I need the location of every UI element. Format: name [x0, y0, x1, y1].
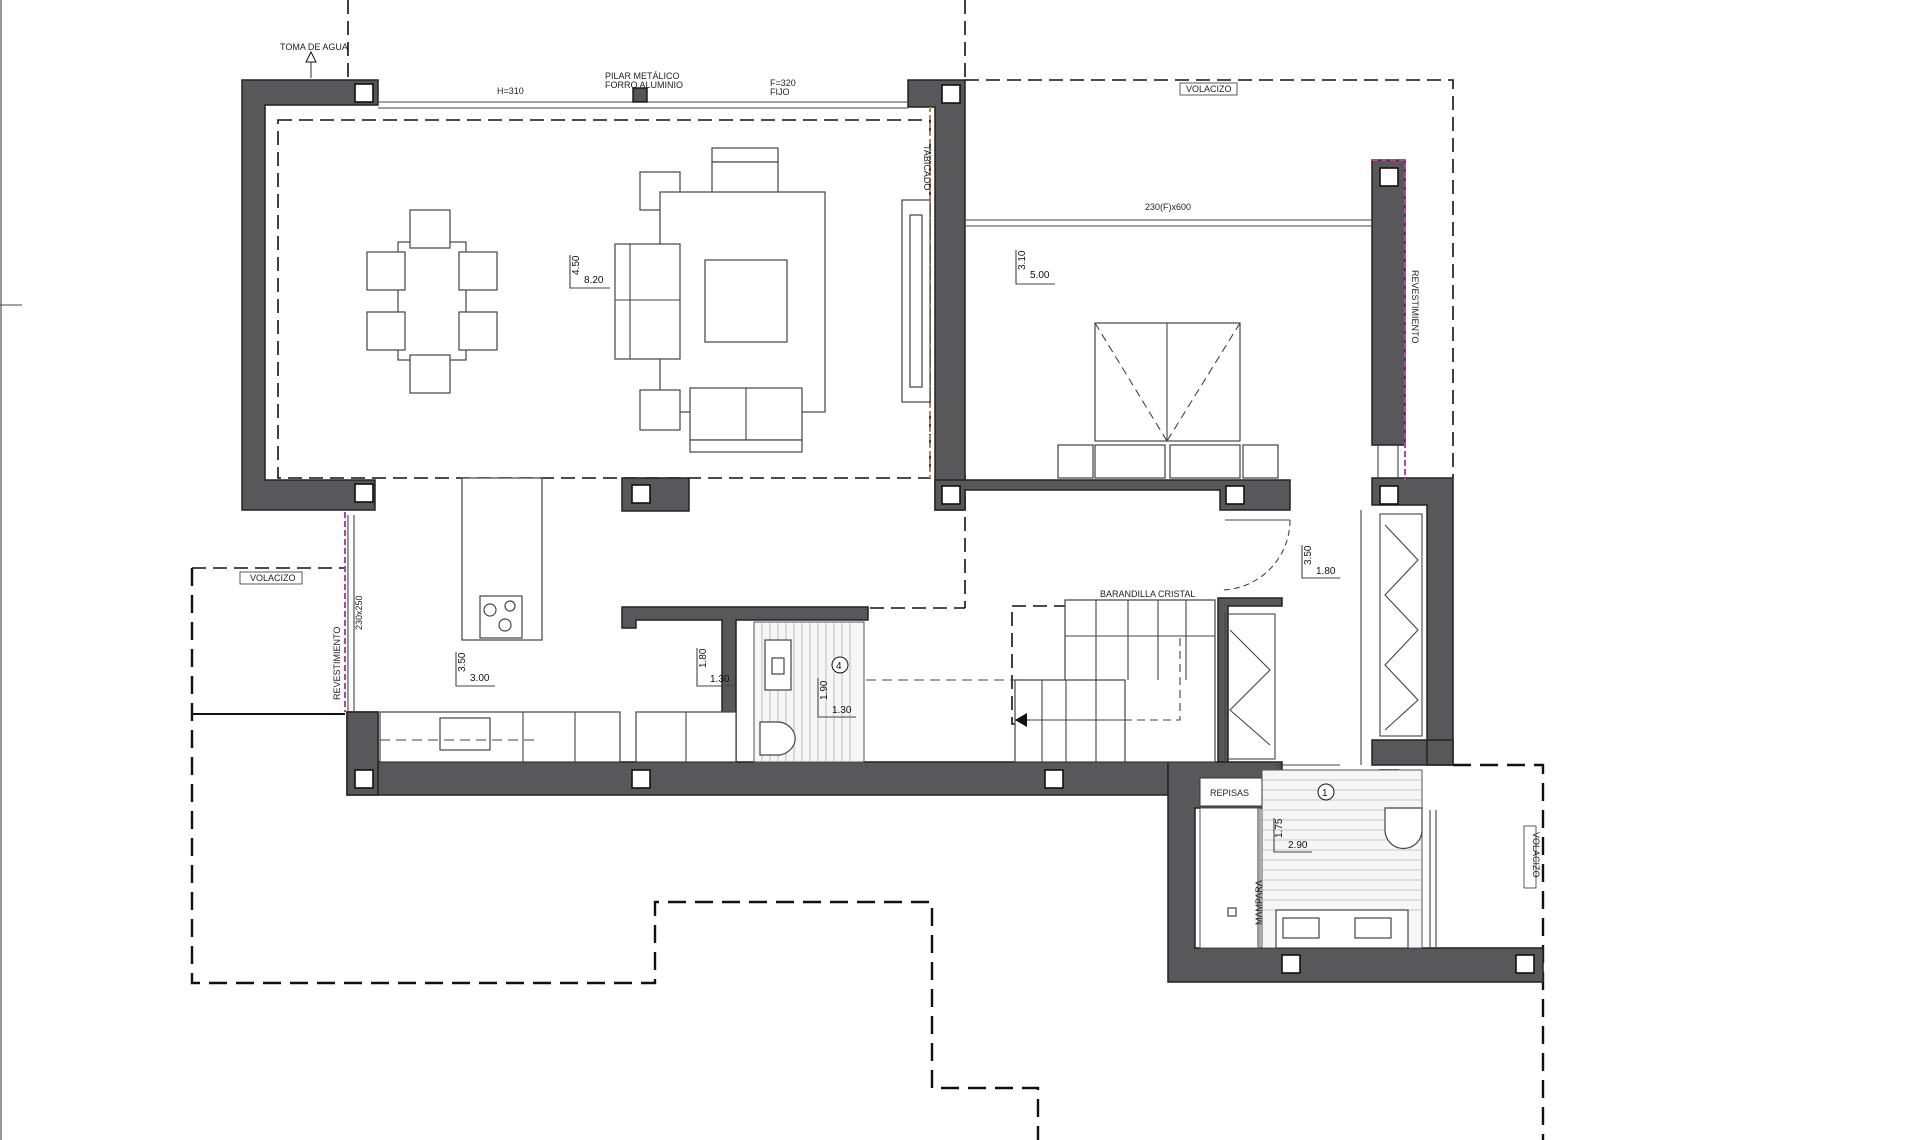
label-volacizo-left: VOLACIZO	[250, 573, 296, 583]
dim-kitchen-h: 3.50	[457, 652, 468, 672]
room-marker-bath: 1	[1317, 783, 1335, 801]
dimension-living: 4.50 8.20	[569, 255, 610, 289]
svg-text:1: 1	[1322, 788, 1328, 799]
revestimiento-line-right	[1372, 159, 1406, 480]
dim-bed-w: 5.00	[1030, 270, 1050, 281]
label-mampara: MAMPARA	[1254, 880, 1264, 925]
dimension-hall: 3.50 1.80	[1301, 545, 1340, 579]
label-window-left: 230x250	[354, 595, 364, 630]
dim-wc-h: 1.90	[819, 680, 830, 700]
label-fijo-2: FIJO	[770, 87, 790, 97]
label-volacizo-top: VOLACIZO	[1186, 84, 1232, 94]
dim-bath-w: 2.90	[1288, 840, 1308, 851]
label-pilar-1: PILAR METÁLICO	[605, 71, 680, 81]
dim-pantry-h: 1.80	[698, 648, 709, 668]
bath-1-room	[1199, 769, 1423, 949]
label-barandilla: BARANDILLA CRISTAL	[1100, 589, 1195, 599]
volacizo-left-box	[239, 571, 303, 585]
toma-agua-marker	[305, 50, 317, 78]
volacizo-top-box	[1179, 82, 1238, 96]
dim-living-w: 8.20	[584, 275, 604, 286]
living-set	[614, 147, 931, 453]
dim-wc-w: 1.30	[832, 705, 852, 716]
wc-4-room	[753, 621, 1020, 763]
label-repisas: REPISAS	[1210, 788, 1249, 798]
label-toma-agua: TOMA DE AGUA	[280, 42, 348, 52]
label-revestimiento-left: REVESTIMIENTO	[332, 627, 342, 700]
dimension-wc: 1.90 1.30	[817, 678, 856, 718]
windows	[347, 101, 1437, 948]
dining-table	[366, 209, 498, 394]
dimension-bedroom: 3.10 5.00	[1015, 250, 1055, 285]
kitchen-island	[461, 477, 543, 641]
dim-bed-h: 3.10	[1017, 250, 1028, 270]
dimension-kitchen: 3.50 3.00	[455, 652, 495, 687]
doors	[1219, 519, 1340, 770]
metal-pillar	[632, 87, 648, 103]
room-marker-wc: 4	[831, 656, 849, 674]
dim-pantry-w: 1.30	[710, 674, 730, 685]
label-h310: H=310	[497, 86, 524, 96]
dim-bath-h: 1.75	[1274, 818, 1285, 838]
svg-text:4: 4	[836, 661, 842, 672]
label-fijo-1: F=320	[770, 78, 796, 88]
stairs	[1014, 599, 1216, 763]
dim-hall-h: 3.50	[1303, 545, 1314, 565]
label-revestimiento-right: REVESTIMIENTO	[1410, 270, 1420, 343]
dim-hall-w: 1.80	[1316, 566, 1336, 577]
dimension-pantry: 1.80 1.30	[696, 648, 735, 687]
label-tabicado: TABICADO	[922, 145, 932, 190]
dim-kitchen-w: 3.00	[470, 673, 490, 684]
dim-living-h: 4.50	[571, 255, 582, 275]
bed	[1057, 322, 1279, 479]
volacizo-right-box	[1523, 825, 1537, 889]
label-volacizo-right: VOLACIZO	[1531, 832, 1541, 878]
dimension-bath: 1.75 2.90	[1273, 818, 1312, 853]
label-pilar-2: FORRO ALUMINIO	[605, 80, 683, 90]
kitchen-counter	[379, 711, 737, 763]
label-window-bedroom: 230(F)x600	[1145, 202, 1191, 212]
